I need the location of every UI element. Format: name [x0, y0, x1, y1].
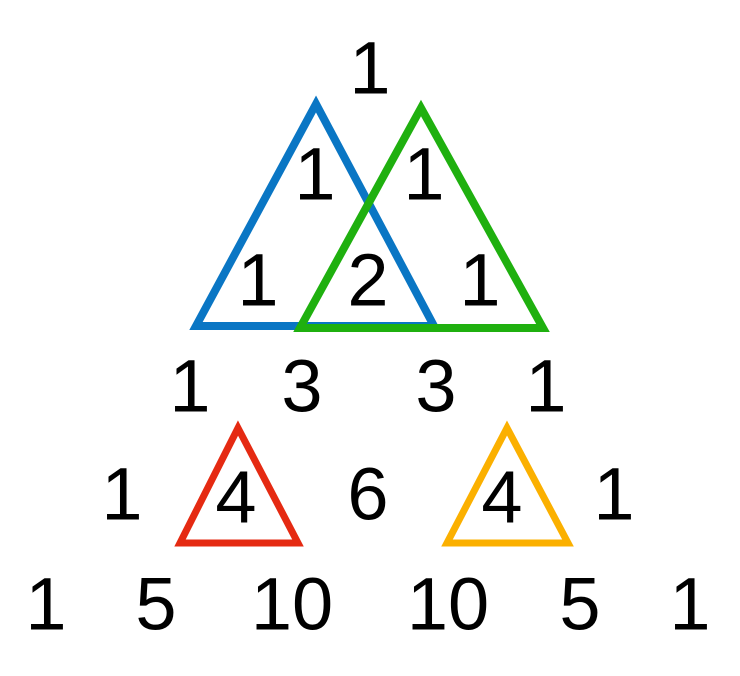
row-2-entry-1: 2 — [347, 239, 388, 322]
red-triangle — [174, 420, 304, 547]
row-5-entry-1: 5 — [135, 563, 176, 646]
row-5-entry-5: 1 — [669, 563, 710, 646]
green-triangle — [293, 99, 550, 332]
row-3-entry-2: 3 — [415, 345, 456, 428]
row-0-entry-0: 1 — [349, 27, 390, 110]
row-4-entry-2: 6 — [347, 453, 388, 536]
orange-triangle — [441, 420, 574, 547]
row-3-entry-0: 1 — [169, 345, 210, 428]
row-3-entry-1: 3 — [281, 345, 322, 428]
row-5-entry-2: 10 — [251, 563, 333, 646]
row-1-entry-0: 1 — [294, 133, 335, 216]
row-4-entry-3: 4 — [481, 456, 522, 539]
row-2-entry-0: 1 — [237, 239, 278, 322]
row-2-entry-2: 1 — [459, 239, 500, 322]
row-5-entry-0: 1 — [25, 563, 66, 646]
row-1-entry-1: 1 — [403, 133, 444, 216]
row-4-entry-0: 1 — [101, 453, 142, 536]
row-5-entry-3: 10 — [407, 563, 489, 646]
row-4-entry-1: 4 — [215, 456, 256, 539]
row-3-entry-3: 1 — [525, 345, 566, 428]
row-4-entry-4: 1 — [593, 453, 634, 536]
row-5-entry-4: 5 — [559, 563, 600, 646]
